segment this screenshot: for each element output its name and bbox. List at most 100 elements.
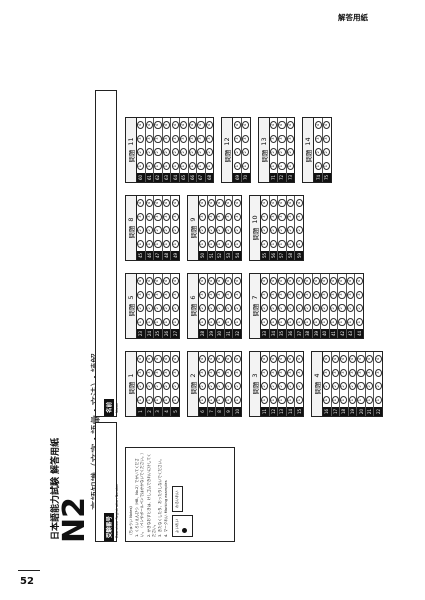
answer-bubble[interactable]: 3 (137, 288, 145, 302)
answer-bubble[interactable]: 3 (304, 288, 312, 302)
answer-bubble[interactable]: 1 (347, 315, 355, 329)
answer-bubble[interactable]: 1 (366, 393, 374, 407)
answer-bubble[interactable]: 3 (347, 288, 355, 302)
name-box[interactable]: 名前 Name (95, 90, 119, 417)
answer-bubble[interactable]: 4 (269, 352, 277, 366)
answer-bubble[interactable]: 4 (286, 352, 295, 366)
answer-bubble[interactable]: 3 (145, 210, 153, 224)
answer-bubble[interactable]: 1 (286, 393, 295, 407)
answer-bubble[interactable]: 3 (188, 132, 196, 146)
answer-bubble[interactable]: 3 (224, 288, 233, 302)
answer-bubble[interactable]: 4 (199, 274, 207, 288)
answer-bubble[interactable]: 4 (205, 118, 214, 132)
answer-bubble[interactable]: 1 (355, 315, 363, 329)
answer-bubble[interactable]: 1 (261, 393, 269, 407)
answer-bubble[interactable]: 2 (154, 224, 162, 238)
answer-bubble[interactable]: 4 (357, 352, 365, 366)
answer-bubble[interactable]: 3 (357, 366, 365, 380)
answer-bubble[interactable]: 1 (216, 393, 224, 407)
answer-bubble[interactable]: 1 (162, 159, 171, 173)
answer-bubble[interactable]: 2 (233, 146, 241, 160)
answer-bubble[interactable]: 3 (197, 132, 205, 146)
answer-bubble[interactable]: 4 (145, 196, 153, 210)
answer-bubble[interactable]: 1 (261, 315, 269, 329)
answer-bubble[interactable]: 3 (278, 210, 286, 224)
answer-bubble[interactable]: 4 (171, 196, 179, 210)
answer-bubble[interactable]: 3 (286, 210, 295, 224)
answer-bubble[interactable]: 1 (199, 315, 207, 329)
answer-bubble[interactable]: 2 (224, 380, 233, 394)
answer-bubble[interactable]: 2 (312, 302, 320, 316)
answer-bubble[interactable]: 3 (171, 288, 179, 302)
answer-bubble[interactable]: 3 (137, 132, 145, 146)
answer-bubble[interactable]: 3 (295, 210, 303, 224)
answer-bubble[interactable]: 3 (205, 132, 214, 146)
answer-bubble[interactable]: 4 (197, 118, 205, 132)
answer-bubble[interactable]: 1 (207, 393, 215, 407)
answer-bubble[interactable]: 1 (162, 393, 171, 407)
answer-bubble[interactable]: 4 (162, 274, 171, 288)
answer-bubble[interactable]: 4 (207, 352, 215, 366)
answer-bubble[interactable]: 3 (216, 366, 224, 380)
answer-bubble[interactable]: 4 (207, 196, 215, 210)
examinee-number-box[interactable]: 受験番号 Examinee Registration Number (95, 422, 119, 542)
answer-bubble[interactable]: 2 (205, 146, 214, 160)
answer-bubble[interactable]: 3 (269, 210, 277, 224)
answer-bubble[interactable]: 1 (331, 393, 339, 407)
answer-bubble[interactable]: 2 (199, 302, 207, 316)
answer-bubble[interactable]: 4 (269, 196, 277, 210)
answer-bubble[interactable]: 1 (269, 315, 277, 329)
answer-bubble[interactable]: 4 (374, 352, 382, 366)
answer-bubble[interactable]: 1 (314, 159, 322, 173)
answer-bubble[interactable]: 1 (340, 393, 348, 407)
answer-bubble[interactable]: 3 (321, 288, 329, 302)
answer-bubble[interactable]: 1 (180, 159, 188, 173)
answer-bubble[interactable]: 4 (286, 118, 295, 132)
answer-bubble[interactable]: 4 (261, 196, 269, 210)
answer-bubble[interactable]: 2 (338, 302, 346, 316)
answer-bubble[interactable]: 2 (340, 380, 348, 394)
answer-bubble[interactable]: 4 (278, 196, 286, 210)
answer-bubble[interactable]: 3 (224, 210, 233, 224)
answer-bubble[interactable]: 2 (348, 380, 357, 394)
answer-bubble[interactable]: 4 (216, 352, 224, 366)
answer-bubble[interactable]: 4 (286, 274, 295, 288)
answer-bubble[interactable]: 1 (224, 315, 233, 329)
answer-bubble[interactable]: 3 (199, 210, 207, 224)
answer-bubble[interactable]: 1 (323, 393, 331, 407)
answer-bubble[interactable]: 1 (329, 315, 338, 329)
answer-bubble[interactable]: 2 (199, 380, 207, 394)
answer-bubble[interactable]: 2 (154, 146, 162, 160)
answer-bubble[interactable]: 1 (154, 393, 162, 407)
answer-bubble[interactable]: 2 (233, 224, 241, 238)
answer-bubble[interactable]: 4 (304, 274, 312, 288)
answer-bubble[interactable]: 4 (145, 274, 153, 288)
answer-bubble[interactable]: 4 (154, 352, 162, 366)
answer-bubble[interactable]: 3 (286, 132, 295, 146)
answer-bubble[interactable]: 2 (207, 380, 215, 394)
answer-bubble[interactable]: 4 (233, 196, 241, 210)
answer-bubble[interactable]: 3 (137, 210, 145, 224)
answer-bubble[interactable]: 1 (171, 237, 179, 251)
answer-bubble[interactable]: 4 (216, 196, 224, 210)
answer-bubble[interactable]: 2 (323, 146, 331, 160)
answer-bubble[interactable]: 2 (269, 224, 277, 238)
answer-bubble[interactable]: 3 (154, 132, 162, 146)
answer-bubble[interactable]: 4 (314, 118, 322, 132)
answer-bubble[interactable]: 3 (329, 288, 338, 302)
answer-bubble[interactable]: 1 (162, 237, 171, 251)
answer-bubble[interactable]: 3 (295, 366, 303, 380)
answer-bubble[interactable]: 1 (207, 237, 215, 251)
answer-bubble[interactable]: 2 (314, 146, 322, 160)
answer-bubble[interactable]: 2 (269, 380, 277, 394)
answer-bubble[interactable]: 2 (171, 302, 179, 316)
answer-bubble[interactable]: 4 (261, 352, 269, 366)
answer-bubble[interactable]: 2 (162, 380, 171, 394)
answer-bubble[interactable]: 4 (347, 274, 355, 288)
answer-bubble[interactable]: 1 (197, 159, 205, 173)
answer-bubble[interactable]: 1 (137, 159, 145, 173)
answer-bubble[interactable]: 3 (233, 210, 241, 224)
answer-bubble[interactable]: 2 (304, 302, 312, 316)
answer-bubble[interactable]: 4 (171, 274, 179, 288)
answer-bubble[interactable]: 4 (278, 274, 286, 288)
